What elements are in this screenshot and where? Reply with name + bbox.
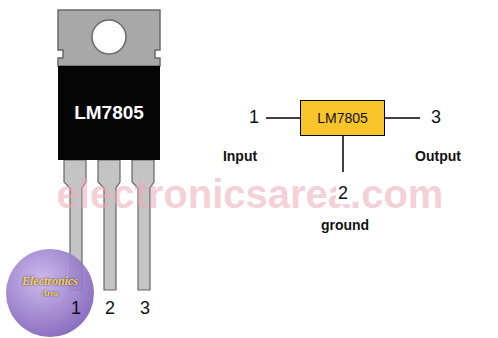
- metal-tab: [58, 10, 160, 66]
- input-wire: [266, 117, 300, 119]
- pin-number: 3: [140, 299, 150, 319]
- pin-name: Output: [413, 149, 463, 164]
- pin-number: 3: [429, 108, 443, 128]
- package-body: LM7805: [58, 66, 160, 160]
- watermark: electronicsarea.com: [57, 172, 444, 216]
- logo-text: Area: [42, 289, 58, 298]
- mounting-hole: [92, 20, 126, 54]
- pin-number: 1: [247, 108, 261, 128]
- ground-wire: [342, 136, 344, 172]
- pin-name: Input: [221, 149, 259, 164]
- logo-disc: [6, 249, 94, 337]
- pin-number: 2: [336, 184, 350, 204]
- part-name: LM7805: [74, 102, 144, 124]
- pin-name: ground: [319, 218, 371, 233]
- regulator-box: LM7805: [300, 100, 385, 136]
- logo-badge: ElectronicsArea: [5, 248, 95, 338]
- output-wire: [385, 117, 420, 119]
- pin-number: 2: [105, 299, 115, 319]
- part-name: LM7805: [317, 110, 368, 126]
- pin-number: 1: [71, 299, 81, 319]
- logo-text: Electronics: [22, 274, 78, 289]
